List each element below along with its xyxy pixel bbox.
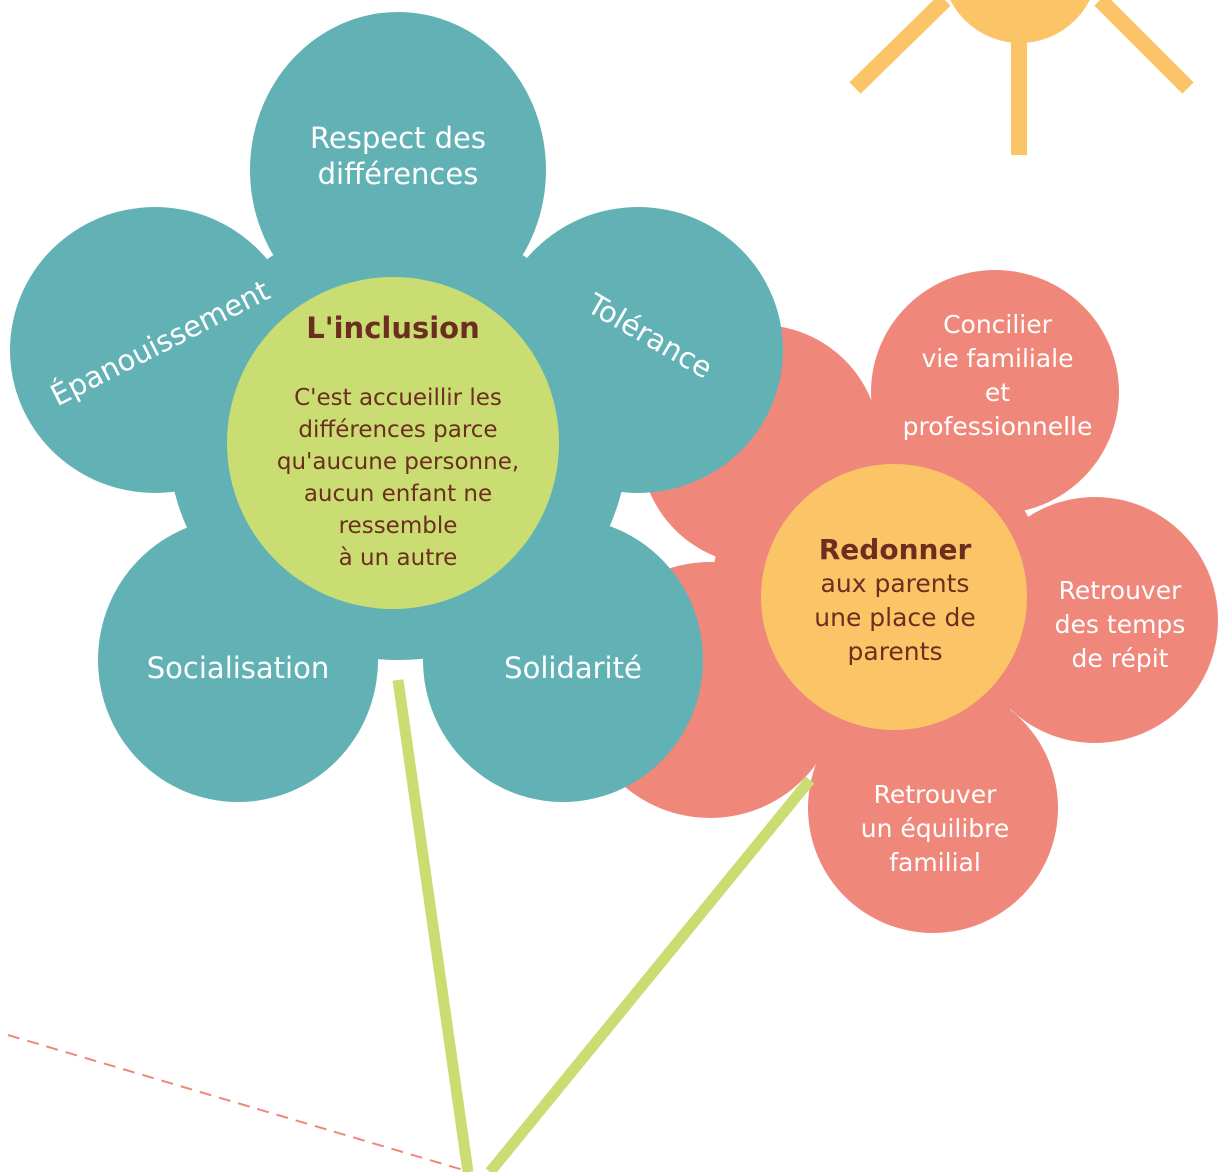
dashed-line [7, 1034, 471, 1172]
sun-ray [849, 0, 951, 94]
petal-label-concilier: Concilier vie familiale et professionnel… [902, 310, 1093, 441]
inclusion-title: L'inclusion [306, 311, 480, 345]
petal-label-equilibre: Retrouver un équilibre familial [860, 780, 1010, 877]
petal-label-repit: Retrouver des temps de répit [1054, 576, 1186, 673]
sun-ray [1094, 0, 1194, 94]
inclusion-stem [392, 679, 474, 1172]
parents-center [761, 464, 1027, 730]
sun-icon [849, 0, 1194, 155]
inclusion-center [227, 277, 559, 609]
petal-label-respect: Respect des différences [310, 121, 486, 191]
inclusion-text: C'est accueillir les différences parce q… [276, 385, 520, 571]
sun-disc [950, 0, 1090, 43]
parents-title: Redonner [818, 533, 972, 566]
petal-label-solidarite: Solidarité [504, 651, 642, 685]
parents-stem [485, 776, 815, 1172]
parents-text: aux parents une place de parents [814, 569, 976, 666]
petal-label-socialisation: Socialisation [146, 651, 330, 685]
